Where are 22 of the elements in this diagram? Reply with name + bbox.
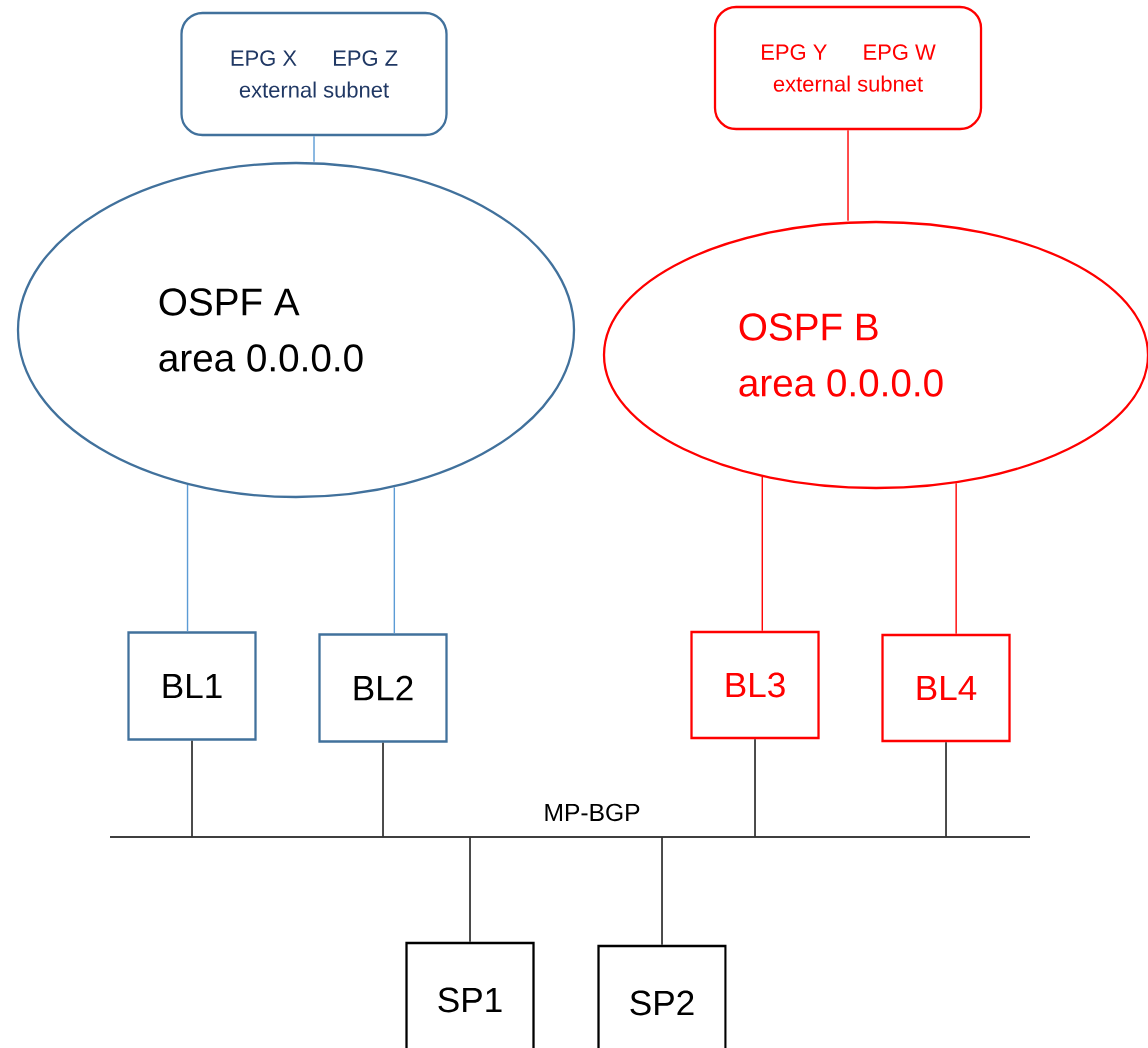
connector-line: [313, 135, 315, 163]
connector-line: [945, 741, 947, 837]
bus-line: [109, 836, 1031, 838]
connector-line: [191, 739, 193, 837]
connector-line: [754, 738, 756, 837]
subnet-box: EPG Y EPG W external subnet: [713, 5, 983, 131]
router-box: SP1: [405, 941, 535, 1048]
connector-line: [847, 129, 849, 222]
bus-label: MP-BGP: [545, 803, 640, 822]
connector-line: [761, 476, 763, 632]
subnet-box: EPG X EPG Z external subnet: [180, 11, 448, 137]
connector-line: [393, 486, 396, 635]
router-box: BL3: [690, 630, 820, 740]
router-box: SP2: [597, 944, 727, 1048]
connector-line: [186, 484, 189, 633]
router-box: BL1: [127, 631, 257, 741]
connector-line: [955, 482, 957, 635]
connector-line: [382, 741, 384, 837]
connector-line: [661, 837, 663, 946]
connector-line: [469, 837, 471, 943]
router-box: BL4: [881, 633, 1011, 743]
router-box: BL2: [318, 633, 448, 743]
